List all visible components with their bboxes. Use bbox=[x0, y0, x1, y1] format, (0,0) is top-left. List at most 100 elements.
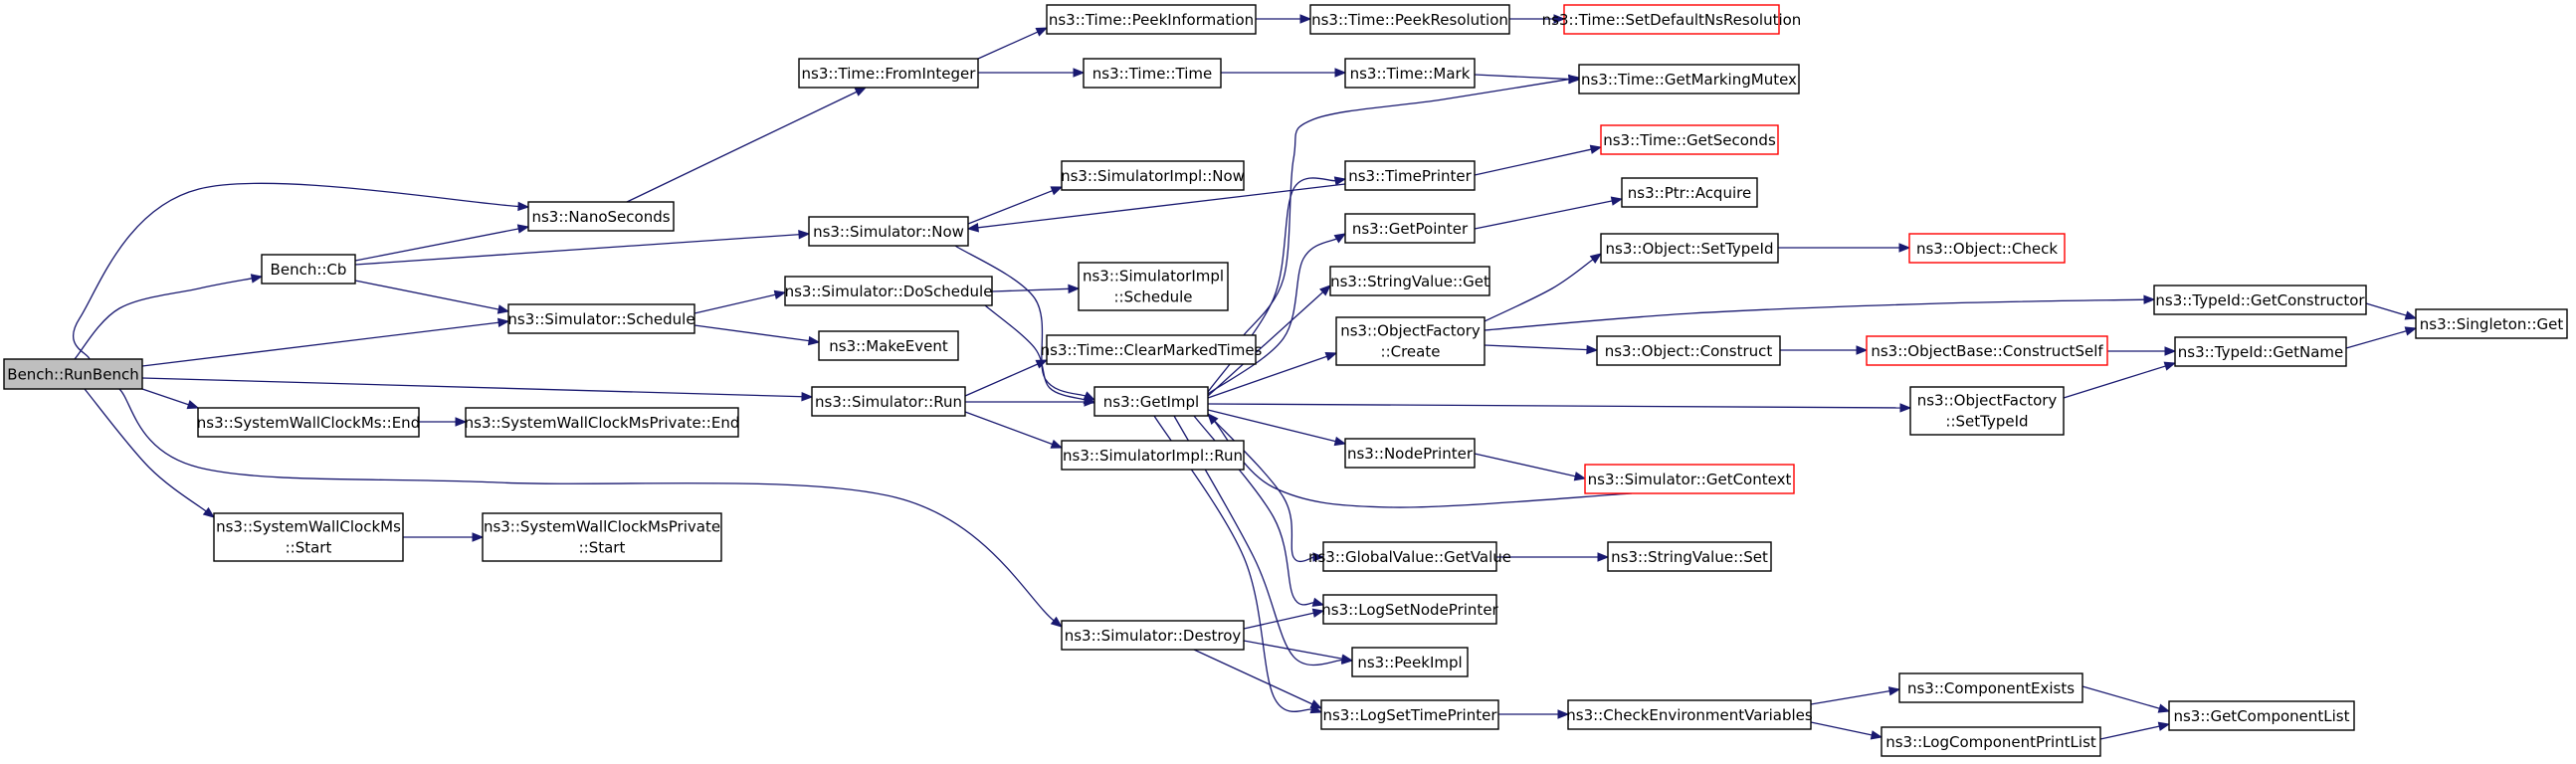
node-bench-cb[interactable]: Bench::Cb bbox=[261, 254, 356, 285]
node-label: ns3::Time::ClearMarkedTimes bbox=[1041, 341, 1263, 359]
node-simulatorimpl-schedule[interactable]: ns3::SimulatorImpl::Schedule bbox=[1078, 262, 1229, 311]
edge-line bbox=[694, 293, 777, 314]
node-simulatorimpl-now[interactable]: ns3::SimulatorImpl::Now bbox=[1061, 160, 1245, 191]
node-simulatorimpl-run[interactable]: ns3::SimulatorImpl::Run bbox=[1061, 440, 1245, 471]
edge-line bbox=[1810, 689, 1891, 705]
node-getpointer[interactable]: ns3::GetPointer bbox=[1344, 213, 1476, 244]
edge-line bbox=[354, 280, 500, 310]
node-singleton-get[interactable]: ns3::Singleton::Get bbox=[2415, 308, 2568, 339]
edge-arrowhead bbox=[1311, 608, 1325, 618]
node-box bbox=[1563, 4, 1780, 35]
node-box bbox=[1093, 386, 1209, 417]
node-box bbox=[1046, 4, 1257, 35]
node-label: ns3::SystemWallClockMs bbox=[216, 517, 401, 535]
node-systemwallclockmsprivate-end[interactable]: ns3::SystemWallClockMsPrivate::End bbox=[465, 407, 740, 438]
node-box bbox=[1600, 124, 1779, 155]
node-typeid-getconstructor[interactable]: ns3::TypeId::GetConstructor bbox=[2153, 285, 2367, 315]
node-ptr-acquire[interactable]: ns3::Ptr::Acquire bbox=[1621, 177, 1758, 208]
node-object-construct[interactable]: ns3::Object::Construct bbox=[1596, 335, 1781, 366]
node-globalvalue-getvalue[interactable]: ns3::GlobalValue::GetValue bbox=[1308, 541, 1511, 572]
node-time-getseconds[interactable]: ns3::Time::GetSeconds bbox=[1600, 124, 1779, 155]
edge-arrowhead bbox=[1035, 27, 1049, 37]
edge-line bbox=[141, 321, 500, 367]
edge-arrowhead bbox=[1899, 403, 1912, 413]
edge-arrowhead bbox=[1084, 397, 1096, 407]
edge-arrowhead bbox=[1207, 412, 1219, 425]
node-makeevent[interactable]: ns3::MakeEvent bbox=[818, 330, 959, 361]
edge-n25-to-n26 bbox=[2365, 302, 2418, 320]
node-systemwallclockms-end[interactable]: ns3::SystemWallClockMs::End bbox=[197, 407, 420, 438]
node-stringvalue-set[interactable]: ns3::StringValue::Set bbox=[1607, 541, 1772, 572]
edge-line bbox=[1207, 403, 1902, 409]
node-checkenvironmentvariables[interactable]: ns3::CheckEnvironmentVariables bbox=[1566, 699, 1813, 730]
node-time-mark[interactable]: ns3::Time::Mark bbox=[1344, 58, 1476, 89]
node-simulator-now[interactable]: ns3::Simulator::Now bbox=[808, 216, 969, 247]
edge-arrowhead bbox=[1333, 436, 1347, 447]
node-box bbox=[1908, 233, 2066, 264]
node-object-check[interactable]: ns3::Object::Check bbox=[1908, 233, 2066, 264]
node-simulator-run[interactable]: ns3::Simulator::Run bbox=[811, 386, 966, 417]
node-stringvalue-get[interactable]: ns3::StringValue::Get bbox=[1329, 266, 1490, 296]
node-bench-runbench[interactable]: Bench::RunBench bbox=[3, 358, 143, 390]
node-time-peekresolution[interactable]: ns3::Time::PeekResolution bbox=[1309, 4, 1510, 35]
node-nanoseconds[interactable]: ns3::NanoSeconds bbox=[527, 201, 675, 232]
edge-line bbox=[1207, 413, 1315, 563]
node-box bbox=[1898, 672, 2083, 703]
node-simulator-destroy[interactable]: ns3::Simulator::Destroy bbox=[1061, 620, 1245, 651]
edge-n31-to-n22 bbox=[1207, 351, 1338, 399]
node-box bbox=[1046, 334, 1257, 365]
node-getimpl[interactable]: ns3::GetImpl bbox=[1093, 386, 1209, 417]
node-objectfactory-settypeid[interactable]: ns3::ObjectFactory::SetTypeId bbox=[1909, 386, 2065, 436]
edge-line bbox=[2063, 365, 2167, 399]
node-objectfactory-create[interactable]: ns3::ObjectFactory::Create bbox=[1335, 316, 1486, 366]
node-time-getmarkingmutex[interactable]: ns3::Time::GetMarkingMutex bbox=[1578, 64, 1800, 95]
node-box bbox=[197, 407, 420, 438]
edge-arrowhead bbox=[2404, 310, 2418, 320]
edge-line bbox=[976, 183, 1346, 229]
node-time-setdefaultnsresolution[interactable]: ns3::Time::SetDefaultNsResolution bbox=[1542, 4, 1802, 35]
node-typeid-getname[interactable]: ns3::TypeId::GetName bbox=[2174, 336, 2347, 367]
node-simulator-getcontext[interactable]: ns3::Simulator::GetContext bbox=[1584, 464, 1795, 494]
node-box bbox=[1344, 213, 1476, 244]
node-box bbox=[2153, 285, 2367, 315]
edge-n10-to-n31 bbox=[954, 245, 1096, 401]
node-getcomponentlist[interactable]: ns3::GetComponentList bbox=[2168, 700, 2355, 731]
node-box bbox=[811, 386, 966, 417]
edge-n22-to-n25 bbox=[1484, 294, 2156, 331]
node-label: ::Start bbox=[579, 538, 626, 556]
node-time-time[interactable]: ns3::Time::Time bbox=[1083, 58, 1222, 89]
edge-line bbox=[991, 287, 1071, 292]
node-box bbox=[1344, 58, 1476, 89]
node-object-settypeid[interactable]: ns3::Object::SetTypeId bbox=[1600, 233, 1779, 264]
node-simulator-schedule[interactable]: ns3::Simulator::Schedule bbox=[507, 303, 695, 334]
node-time-peekinformation[interactable]: ns3::Time::PeekInformation bbox=[1046, 4, 1257, 35]
node-box bbox=[1329, 266, 1490, 296]
node-systemwallclockms-start[interactable]: ns3::SystemWallClockMs::Start bbox=[213, 512, 404, 562]
edge-n37-to-n31 bbox=[1207, 412, 1633, 508]
node-simulator-doschedule[interactable]: ns3::Simulator::DoSchedule bbox=[784, 276, 993, 306]
edge-n0-to-n16 bbox=[141, 317, 510, 367]
edge-arrowhead bbox=[801, 391, 814, 402]
node-componentexists[interactable]: ns3::ComponentExists bbox=[1898, 672, 2083, 703]
edge-line bbox=[1243, 612, 1315, 630]
edge-n49-to-n48 bbox=[2099, 721, 2171, 740]
node-logsettimeprinter[interactable]: ns3::LogSetTimePrinter bbox=[1320, 699, 1499, 730]
edge-n22-to-n23 bbox=[1484, 253, 1603, 322]
node-logsetnodeprinter[interactable]: ns3::LogSetNodePrinter bbox=[1321, 594, 1499, 625]
node-nodeprinter[interactable]: ns3::NodePrinter bbox=[1344, 438, 1476, 469]
edge-line bbox=[977, 31, 1040, 60]
node-peekimpl[interactable]: ns3::PeekImpl bbox=[1351, 647, 1469, 677]
node-systemwallclockmsprivate-start[interactable]: ns3::SystemWallClockMsPrivate::Start bbox=[482, 512, 722, 562]
node-label: ns3::LogSetNodePrinter bbox=[1321, 601, 1498, 619]
node-box bbox=[1320, 699, 1499, 730]
node-time-frominteger[interactable]: ns3::Time::FromInteger bbox=[798, 58, 979, 89]
edge-arrowhead bbox=[497, 317, 510, 327]
node-logcomponentprintlist[interactable]: ns3::LogComponentPrintList bbox=[1881, 726, 2101, 757]
node-label: Bench::Cb bbox=[271, 261, 347, 279]
node-timeprinter[interactable]: ns3::TimePrinter bbox=[1344, 160, 1476, 191]
edge-arrowhead bbox=[1553, 14, 1566, 24]
node-objectbase-constructself[interactable]: ns3::ObjectBase::ConstructSelf bbox=[1866, 335, 2108, 366]
edge-n38-to-n39 bbox=[403, 532, 485, 542]
node-time-clearmarkedtimes[interactable]: ns3::Time::ClearMarkedTimes bbox=[1041, 334, 1263, 365]
